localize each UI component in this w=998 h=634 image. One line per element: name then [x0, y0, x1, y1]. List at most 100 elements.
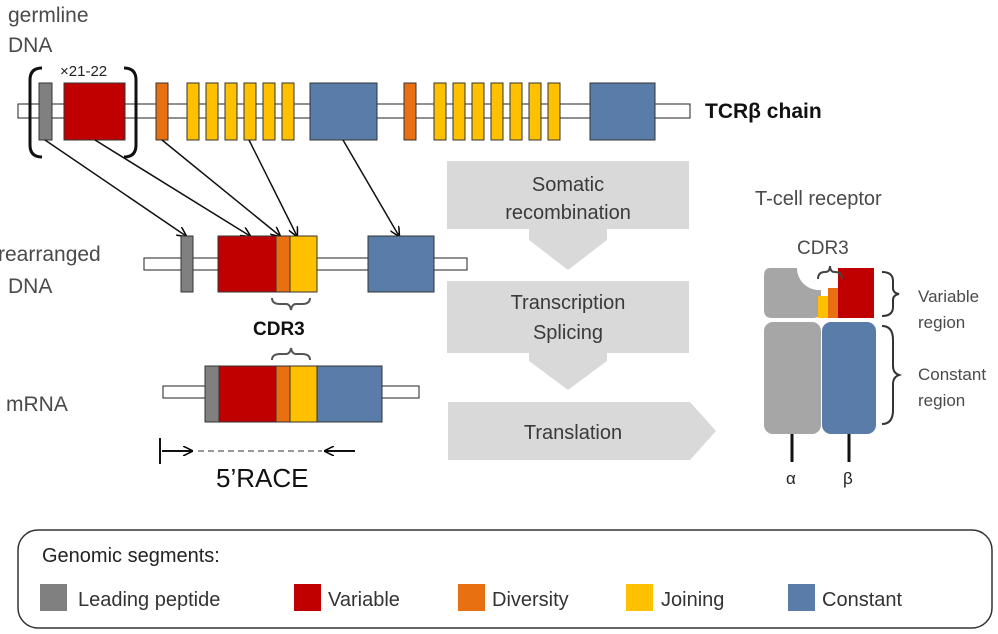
germline-joining-segment: [528, 82, 542, 141]
germline-joining-segment: [509, 82, 523, 141]
repeat-label: ×21-22: [60, 63, 107, 80]
germline-diversity-segment-2: [403, 82, 417, 141]
repeat-bracket-left: [28, 66, 43, 159]
repeat-bracket-right: [123, 66, 138, 159]
mrna-variable-segment: [218, 365, 277, 423]
germline-diversity-segment-1: [155, 82, 169, 141]
step-translation: Translation: [448, 402, 716, 460]
alpha-constant-domain: [764, 322, 821, 434]
legend-box: [17, 529, 993, 629]
beta-constant-domain: [822, 322, 876, 434]
receptor-cdr3-brace: [817, 265, 843, 280]
legend-label: Constant: [822, 589, 902, 611]
transcription-label-line1: Transcription: [511, 292, 626, 314]
somatic-label-line2: recombination: [505, 202, 631, 224]
alpha-label: α: [786, 469, 796, 488]
somatic-arrow-shape: [447, 161, 689, 270]
beta-label: β: [843, 469, 853, 488]
step-transcription-splicing: Transcription Splicing: [447, 281, 689, 390]
receptor-cdr3-label: CDR3: [797, 238, 849, 259]
germline-variable-segment: [63, 82, 126, 141]
race-label: 5’RACE: [216, 463, 308, 493]
tcell-receptor-title: T-cell receptor: [755, 188, 882, 210]
receptor-alpha-chain: α: [764, 268, 821, 488]
rearranged-label-line1: rearranged: [0, 243, 101, 266]
transcription-arrow-shape: [447, 281, 689, 390]
legend-item-joining: Joining: [626, 584, 724, 611]
step-somatic-recombination: Somatic recombination: [447, 161, 689, 270]
somatic-label-line1: Somatic: [532, 174, 604, 196]
germline-joining-segment: [186, 82, 200, 141]
germline-leading-segment: [38, 82, 53, 141]
germline-joining-segment: [490, 82, 504, 141]
germline-constant-segment-2: [589, 82, 656, 141]
chain-label: TCRβ chain: [705, 100, 822, 123]
legend-item-variable: Variable: [294, 584, 400, 611]
germline-joining-segment: [547, 82, 561, 141]
germline-joining-segment: [243, 82, 257, 141]
rearranged-label-line2: DNA: [8, 275, 52, 298]
legend-item-leading: Leading peptide: [40, 584, 220, 611]
rearranged-joining-segment: [289, 235, 318, 293]
beta-joining-domain: [818, 296, 828, 318]
legend-label: Joining: [661, 589, 724, 611]
cdr3-label: CDR3: [253, 319, 305, 340]
legend: Genomic segments: Leading peptide Variab…: [17, 529, 993, 629]
legend-swatch: [458, 584, 485, 611]
translation-label: Translation: [524, 422, 622, 444]
germline-label-line1: germline: [8, 4, 89, 27]
cdr3-brace-lower: [271, 347, 311, 361]
recombination-arrows: [44, 139, 399, 236]
legend-label: Variable: [328, 589, 400, 611]
mrna-joining-segment: [289, 365, 318, 423]
germline-joining-segment: [471, 82, 485, 141]
constant-region-label-line2: region: [918, 391, 965, 410]
variable-region-label-line2: region: [918, 313, 965, 332]
arrow-leading-to-rearranged: [44, 139, 186, 236]
cdr3-brace-upper: [271, 297, 311, 311]
germline-joining-segment: [262, 82, 276, 141]
mrna-label: mRNA: [6, 393, 68, 416]
rearranged-diversity-segment: [275, 235, 291, 293]
germline-constant-segment-1: [309, 82, 378, 141]
beta-diversity-domain: [828, 288, 838, 318]
arrow-joining-to-rearranged: [248, 139, 297, 236]
legend-label: Leading peptide: [78, 589, 220, 611]
mrna-constant-segment: [316, 365, 383, 423]
arrow-constant-to-rearranged: [342, 139, 399, 236]
germline-joining-segment: [205, 82, 219, 141]
translation-arrow-shape: [448, 402, 716, 460]
legend-swatch: [788, 584, 815, 611]
rearranged-constant-segment: [367, 235, 435, 293]
legend-item-diversity: Diversity: [458, 584, 569, 611]
legend-item-constant: Constant: [788, 584, 902, 611]
rearranged-variable-segment: [217, 235, 277, 293]
legend-label: Diversity: [492, 589, 569, 611]
germline-joining-segment: [452, 82, 466, 141]
beta-variable-domain: [838, 268, 874, 318]
germline-joining-segment: [433, 82, 447, 141]
variable-region-label-line1: Variable: [918, 287, 979, 306]
germline-joining-cluster-1: [186, 82, 295, 141]
rearranged-leading-segment: [180, 235, 194, 293]
receptor-beta-chain: β: [818, 268, 876, 488]
race-indicator: [159, 438, 355, 464]
germline-joining-cluster-2: [433, 82, 561, 141]
variable-region-brace: [881, 271, 900, 317]
alpha-variable-domain: [764, 268, 821, 318]
transcription-label-line2: Splicing: [533, 322, 603, 344]
mrna-diversity-segment: [275, 365, 291, 423]
legend-swatch: [626, 584, 653, 611]
mrna-leading-segment: [204, 365, 220, 423]
legend-swatch: [294, 584, 321, 611]
arrow-variable-to-rearranged: [94, 139, 250, 236]
germline-joining-segment: [281, 82, 295, 141]
germline-joining-segment: [224, 82, 238, 141]
constant-region-brace: [881, 325, 903, 425]
germline-label-line2: DNA: [8, 34, 52, 57]
constant-region-label-line1: Constant: [918, 365, 986, 384]
legend-swatch: [40, 584, 67, 611]
arrow-diversity-to-rearranged: [161, 139, 280, 236]
legend-title: Genomic segments:: [42, 545, 220, 567]
